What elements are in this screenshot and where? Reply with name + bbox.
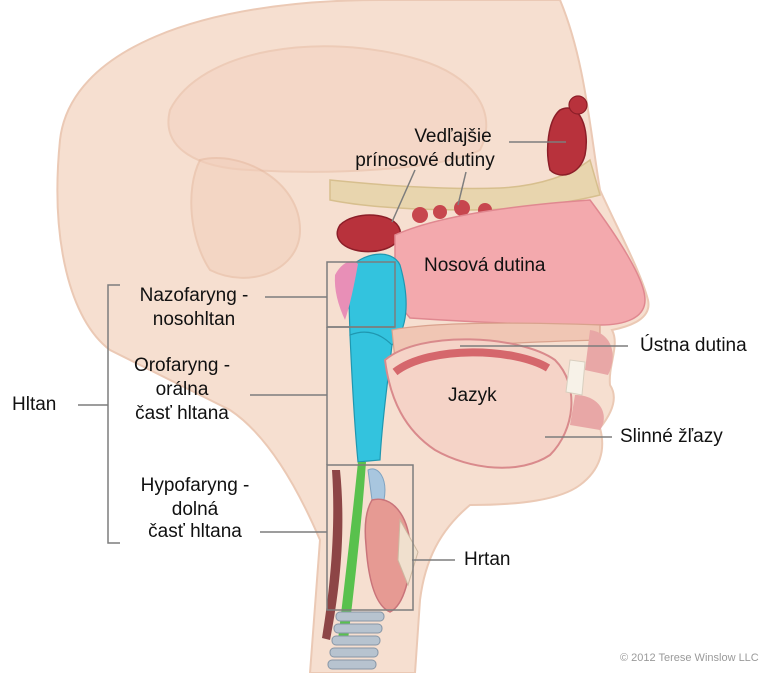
hypopharynx-label-line2: dolná (120, 499, 270, 521)
hypopharynx-label-line1: Hypofaryng - (120, 475, 270, 497)
frontal-sinus-small (569, 96, 587, 114)
sphenoid-sinus (337, 215, 400, 252)
ethmoid-cell (412, 207, 428, 223)
larynx-label: Hrtan (464, 549, 510, 571)
nasal-cavity-label: Nosová dutina (424, 255, 545, 277)
ethmoid-cell (433, 205, 447, 219)
nasopharynx-label-line2: nosohltan (120, 309, 268, 331)
tongue-label: Jazyk (448, 385, 497, 407)
copyright-text: © 2012 Terese Winslow LLC (620, 652, 759, 664)
oropharynx-label-line3: časť hltana (112, 403, 252, 425)
salivary-glands-label: Slinné žľazy (620, 426, 723, 448)
pharynx-label: Hltan (12, 394, 56, 416)
oropharynx-label-line2: orálna (112, 379, 252, 401)
ethmoid-cell (454, 200, 470, 216)
oral-cavity-label: Ústna dutina (640, 335, 747, 357)
nasopharynx-label-line1: Nazofaryng - (120, 285, 268, 307)
sinuses-label-line1: Vedľajšie (398, 126, 508, 148)
sinuses-label-line2: prínosové dutiny (330, 150, 520, 172)
hypopharynx-label-line3: časť hltana (120, 521, 270, 543)
teeth (566, 360, 585, 395)
oropharynx-label-line1: Orofaryng - (112, 355, 252, 377)
